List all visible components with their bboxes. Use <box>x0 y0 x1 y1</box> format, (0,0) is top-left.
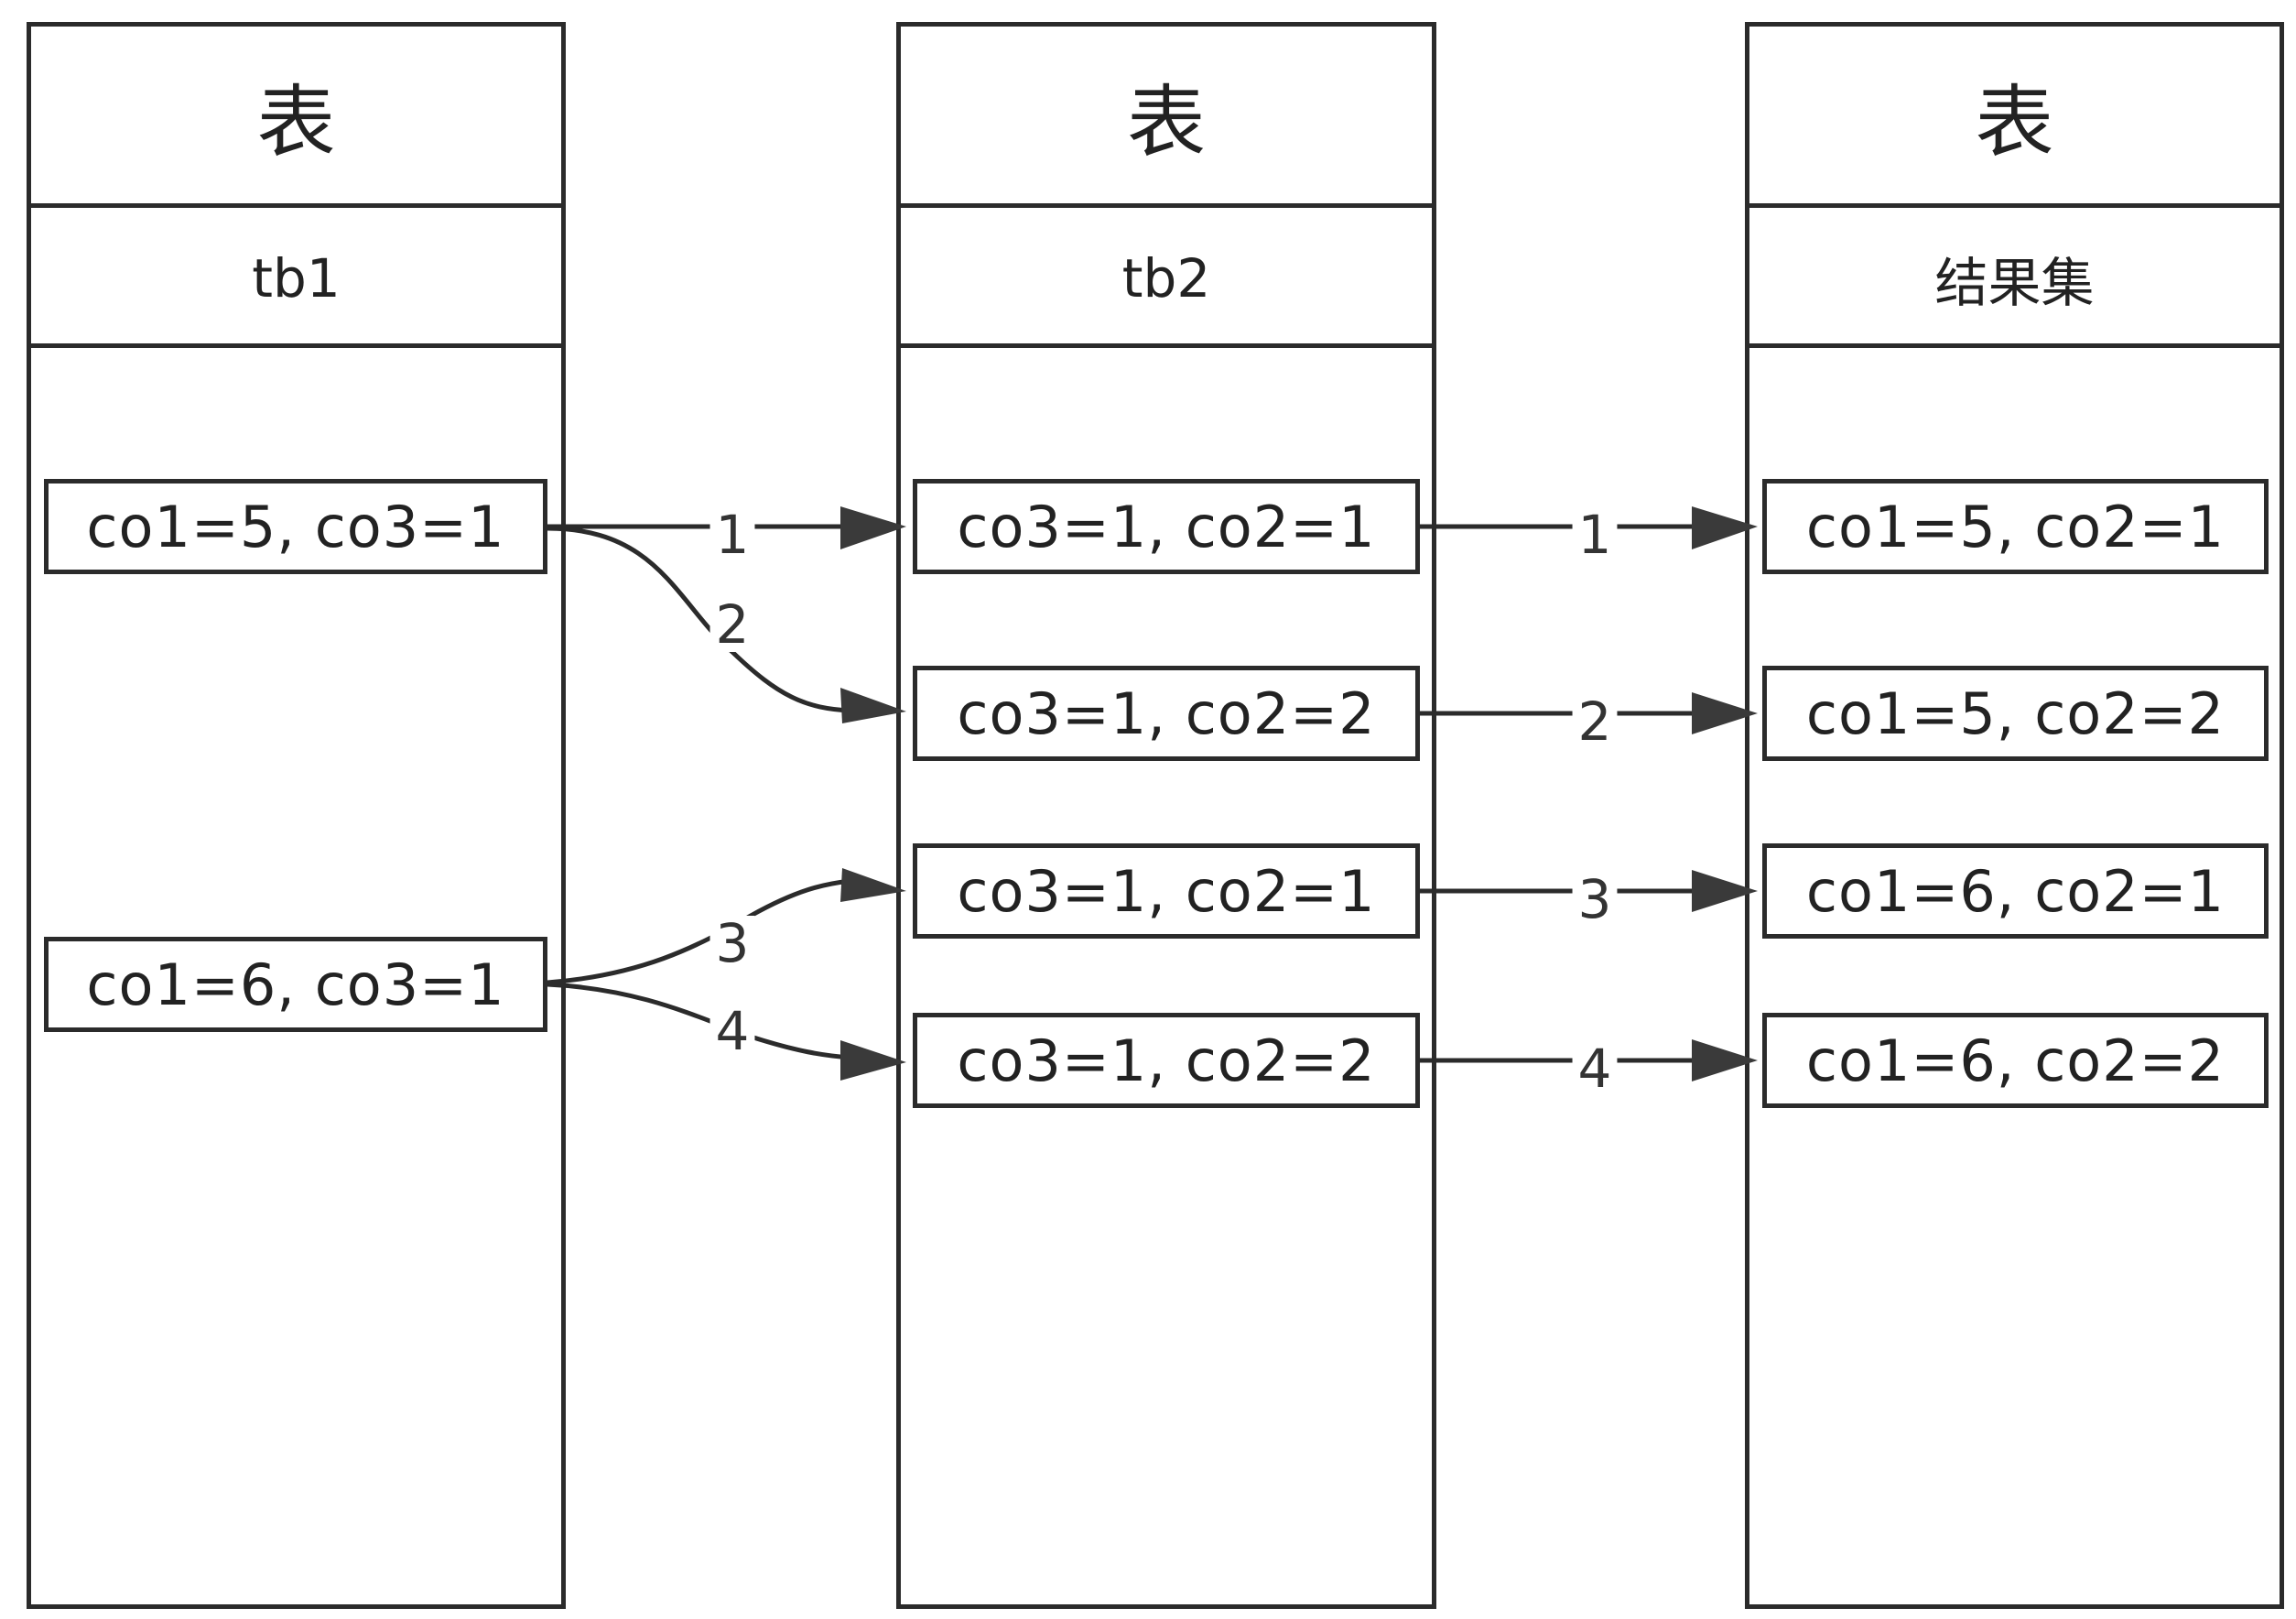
arrowhead-icon <box>840 688 906 723</box>
arrowhead-icon <box>840 868 906 902</box>
edge-label: 4 <box>716 1000 750 1062</box>
edge-label: 1 <box>1578 504 1612 566</box>
tb2-row-1: co3=1, co2=1 <box>913 479 1420 574</box>
table-tb1: 表 tb1 <box>27 22 566 1609</box>
edge-label: 4 <box>1578 1038 1612 1100</box>
arrowhead-icon <box>1692 1039 1758 1081</box>
edge-tb1-tb2-3 <box>547 878 852 985</box>
tb2-row-2: co3=1, co2=2 <box>913 666 1420 761</box>
result-row-4: co1=6, co2=2 <box>1762 1013 2269 1108</box>
edge-label-background <box>709 597 755 652</box>
tb1-row-1: co1=5, co3=1 <box>44 479 547 574</box>
edge-label-background <box>709 1004 755 1059</box>
edge-label: 3 <box>1578 868 1612 930</box>
edge-label: 3 <box>716 912 750 974</box>
edge-label-background <box>1572 694 1618 749</box>
result-row-1: co1=5, co2=1 <box>1762 479 2269 574</box>
result-row-2: co1=5, co2=2 <box>1762 666 2269 761</box>
edge-label-background <box>1572 507 1618 562</box>
tb2-row-4: co3=1, co2=2 <box>913 1013 1420 1108</box>
table-header: 表 <box>1749 27 2280 208</box>
edge-label-background <box>709 916 755 971</box>
arrowhead-icon <box>1692 870 1758 912</box>
tb2-row-3: co3=1, co2=1 <box>913 843 1420 939</box>
table-name: 结果集 <box>1749 212 2280 348</box>
table-name: tb1 <box>31 212 561 348</box>
tb1-row-2: co1=6, co3=1 <box>44 937 547 1032</box>
arrowhead-icon <box>1692 692 1758 734</box>
arrowhead-icon <box>840 506 906 549</box>
arrowhead-icon <box>1692 506 1758 549</box>
arrowhead-icon <box>840 1040 906 1081</box>
edge-tb1-tb2-2 <box>547 526 852 713</box>
edge-label: 2 <box>1578 690 1612 753</box>
edge-label-background <box>1572 1041 1618 1096</box>
table-name: tb2 <box>901 212 1432 348</box>
table-result-set: 表 结果集 <box>1745 22 2284 1609</box>
result-row-3: co1=6, co2=1 <box>1762 843 2269 939</box>
table-header: 表 <box>31 27 561 208</box>
table-header: 表 <box>901 27 1432 208</box>
edge-tb1-tb2-4 <box>547 982 852 1060</box>
table-tb2: 表 tb2 <box>896 22 1436 1609</box>
edge-label: 2 <box>716 593 750 656</box>
edge-label: 1 <box>716 504 750 566</box>
edge-label-background <box>1572 872 1618 927</box>
edge-label-background <box>709 507 755 562</box>
